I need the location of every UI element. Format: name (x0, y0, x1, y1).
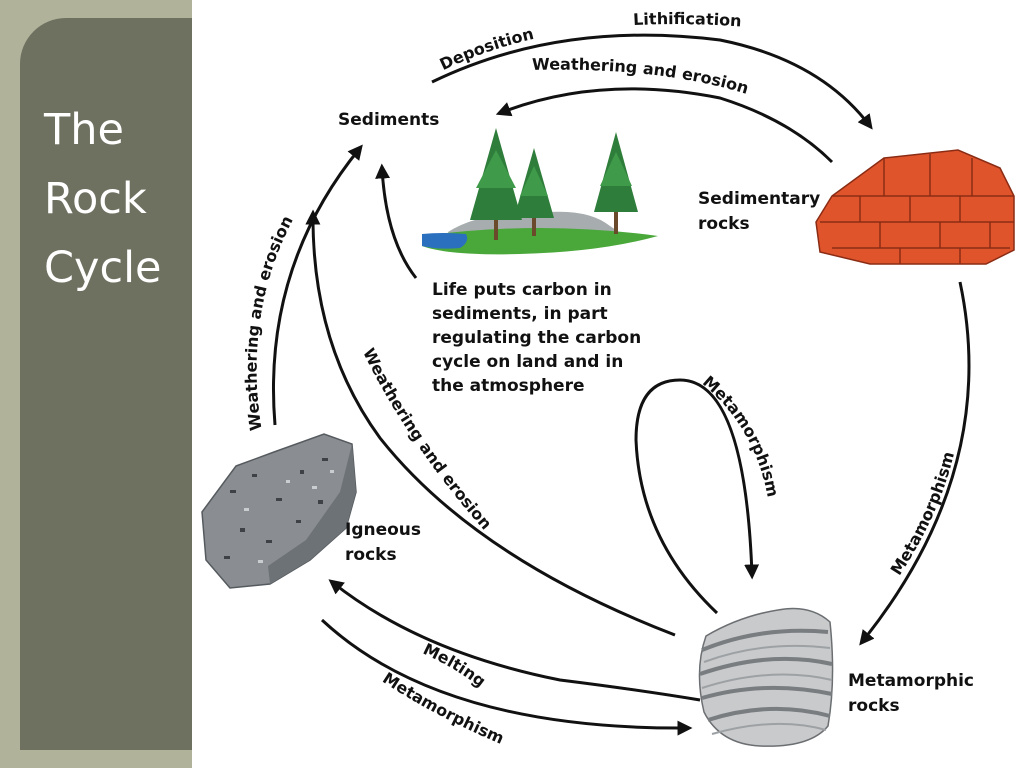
label-weathering-top: Weathering and erosion (532, 55, 751, 98)
process-arrows (271, 33, 971, 736)
label-igneous-rocks: Igneous rocks (345, 520, 427, 565)
arrow-weathering-diagonal (305, 209, 676, 637)
tree-landscape-icon (422, 128, 658, 255)
arrow-metamorphism-loop (634, 378, 760, 615)
arrow-metamorphism-right (859, 281, 971, 646)
arrow-life-carbon (375, 163, 418, 279)
label-weathering-left: Weathering and erosion (242, 213, 297, 432)
title-line-1: The (44, 105, 124, 155)
arrow-weathering-left (271, 144, 363, 426)
brick-rock-icon (815, 149, 1015, 265)
arrow-melting (328, 579, 701, 702)
label-sedimentary-rocks: Sedimentary rocks (698, 189, 826, 234)
arrow-metamorphism-bottom (320, 618, 693, 736)
arrow-weathering-top (495, 87, 834, 164)
title-line-2: Rock (44, 174, 147, 224)
rock-cycle-diagram: Sediments Sedimentary rocks Igneous rock… (201, 9, 1015, 748)
banded-rock-icon (698, 607, 834, 747)
label-metamorphism-bottom: Metamorphism (379, 668, 507, 747)
label-lithification: Lithification (633, 9, 743, 30)
label-melting: Melting (420, 639, 489, 691)
carbon-note: Life puts carbon in sediments, in part r… (432, 280, 647, 396)
title-line-3: Cycle (44, 243, 162, 293)
label-metamorphism-loop: Metamorphism (699, 372, 783, 499)
label-metamorphic-rocks: Metamorphic rocks (848, 671, 980, 716)
granite-rock-icon (201, 433, 357, 589)
sidebar-panel (20, 18, 192, 750)
label-sediments: Sediments (338, 110, 439, 130)
label-metamorphism-right: Metamorphism (887, 450, 958, 579)
slide-title: The Rock Cycle (44, 96, 162, 303)
arrow-deposition-lithification (431, 33, 873, 130)
